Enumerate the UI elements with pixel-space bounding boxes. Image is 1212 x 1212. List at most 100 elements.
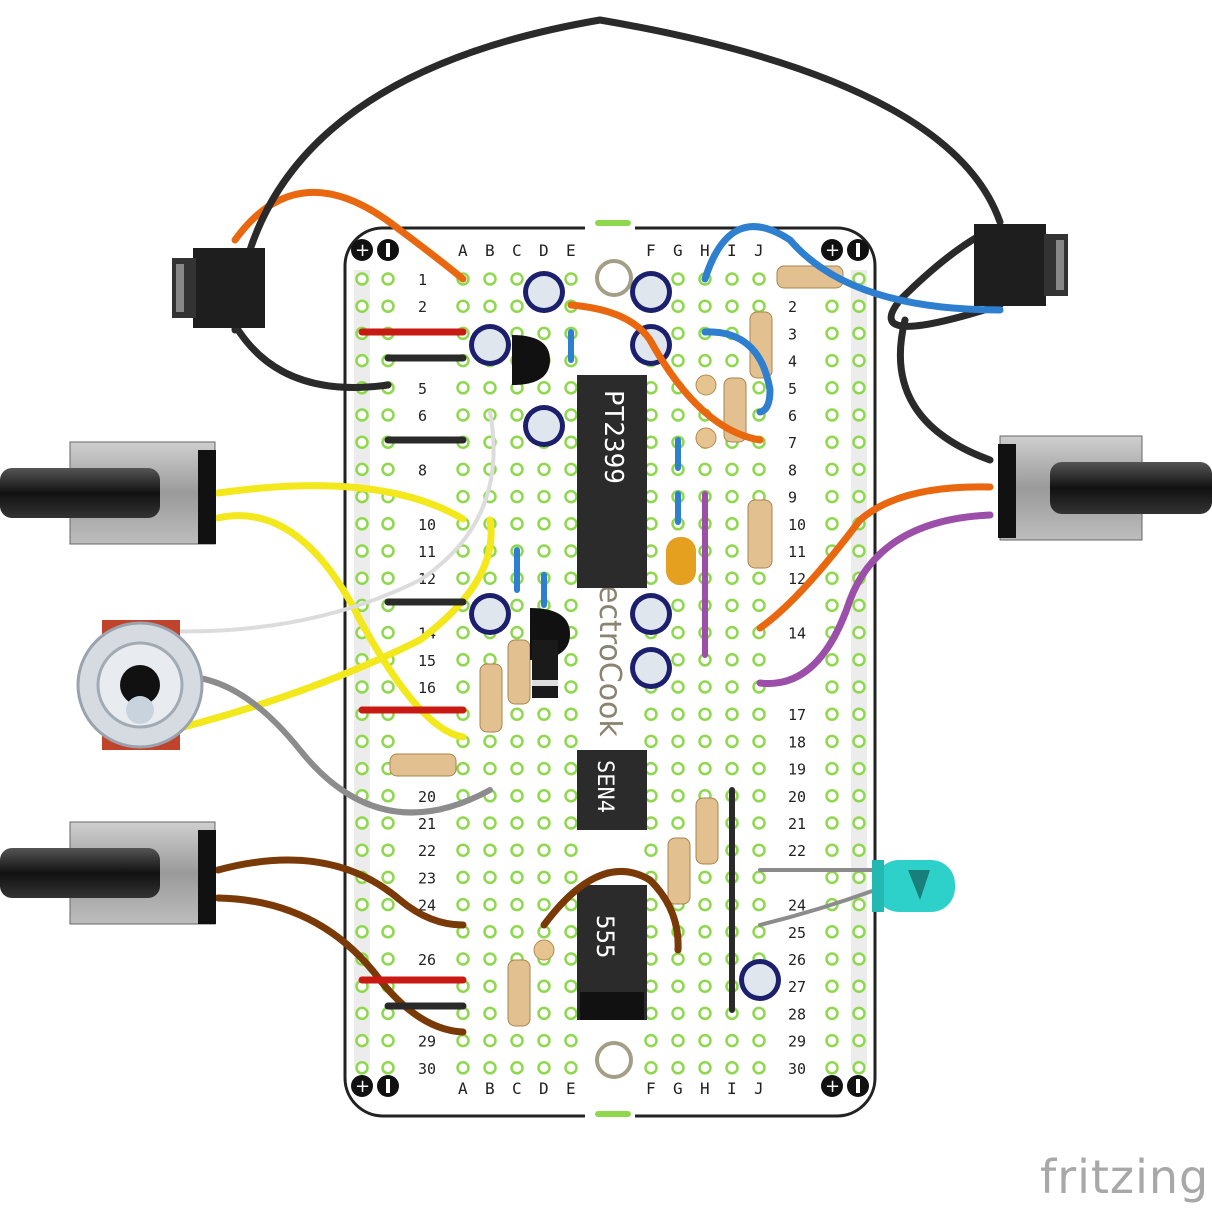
minus-icon xyxy=(856,1079,860,1093)
hole xyxy=(752,571,766,585)
hole xyxy=(564,408,578,422)
rail-hole xyxy=(381,870,395,885)
hole xyxy=(644,734,658,749)
hole xyxy=(456,489,470,504)
rail-hole xyxy=(852,952,866,966)
hole xyxy=(671,625,685,640)
plus-icon xyxy=(821,239,843,261)
plus-icon: + xyxy=(825,1076,840,1097)
hole xyxy=(725,734,739,749)
rail-hole xyxy=(381,952,395,966)
tantalum-cap[interactable] xyxy=(666,537,696,585)
ic-pt2399[interactable]: PT2399 xyxy=(577,375,647,588)
hole xyxy=(671,353,685,368)
hole xyxy=(564,489,578,504)
hole xyxy=(725,517,739,531)
hole xyxy=(644,761,658,776)
capacitor-top xyxy=(474,598,506,630)
hole xyxy=(698,734,712,749)
rail-hole xyxy=(381,625,395,640)
rail-hole xyxy=(355,517,369,531)
hole xyxy=(644,1006,658,1021)
hole xyxy=(564,435,578,449)
rail-hole xyxy=(852,625,866,640)
hole xyxy=(725,680,739,694)
wire-orange-mid xyxy=(567,301,764,444)
hole xyxy=(671,734,685,749)
hole xyxy=(644,408,658,422)
hole xyxy=(483,925,497,939)
hole xyxy=(698,299,712,313)
hole xyxy=(644,435,658,449)
rail-hole xyxy=(825,381,839,395)
svg-text:SEN4: SEN4 xyxy=(592,760,617,813)
silkscreen-logo: ectroCook xyxy=(592,585,627,737)
row-label-right: 4 xyxy=(788,353,797,371)
resistor xyxy=(695,797,719,865)
wire-brown-bottom xyxy=(214,894,467,1036)
hole xyxy=(671,1006,685,1021)
rail-hole xyxy=(355,843,369,857)
rail-symbols: ++++ xyxy=(351,239,869,1097)
plus-icon: + xyxy=(355,1076,370,1097)
hole xyxy=(510,272,524,286)
rail-hole xyxy=(825,1033,839,1048)
rail-hole xyxy=(381,408,395,422)
hole xyxy=(510,707,524,721)
hole xyxy=(537,761,551,776)
hole xyxy=(564,789,578,803)
potentiometer-right[interactable] xyxy=(998,435,1212,541)
rail-hole xyxy=(825,734,839,749)
audio-jack-left[interactable] xyxy=(172,248,265,328)
hole xyxy=(671,1061,685,1075)
hole xyxy=(456,816,470,830)
wire-yellow-cross xyxy=(214,512,467,741)
wire-black-right xyxy=(887,226,1004,330)
hole xyxy=(671,761,685,776)
transistor-upper[interactable] xyxy=(512,335,550,385)
hole xyxy=(483,272,497,286)
rail-hole xyxy=(355,1061,369,1075)
hole xyxy=(671,680,685,694)
hole xyxy=(564,843,578,857)
row-label-right: 22 xyxy=(788,842,806,860)
diode[interactable] xyxy=(532,640,558,698)
hole xyxy=(510,925,524,939)
hole xyxy=(671,789,685,803)
audio-jack-right[interactable] xyxy=(974,224,1068,306)
hole xyxy=(752,653,766,667)
potentiometer-left-top[interactable] xyxy=(0,441,216,545)
mount-hole-bottom xyxy=(595,1041,633,1079)
hole xyxy=(510,1061,524,1075)
wire-brown-555 xyxy=(540,868,682,954)
hole xyxy=(564,734,578,749)
hole xyxy=(537,734,551,749)
hole xyxy=(564,272,578,286)
rail-hole xyxy=(825,408,839,422)
svg-text:PT2399: PT2399 xyxy=(598,390,628,484)
hole xyxy=(537,1061,551,1075)
toggle-switch[interactable] xyxy=(76,620,204,750)
hole xyxy=(483,1033,497,1048)
rail-hole xyxy=(852,326,866,341)
hole xyxy=(644,952,658,966)
hole xyxy=(510,462,524,477)
hole xyxy=(725,1061,739,1075)
rail-hole xyxy=(355,408,369,422)
hole xyxy=(644,517,658,531)
hole xyxy=(725,571,739,585)
hole xyxy=(725,598,739,613)
svg-text:555: 555 xyxy=(591,915,619,958)
hole xyxy=(456,653,470,667)
hole xyxy=(564,544,578,558)
led-cyan[interactable] xyxy=(872,860,955,912)
potentiometer-left-bottom[interactable] xyxy=(0,821,216,925)
ic-555-timer[interactable]: 555 xyxy=(577,885,647,1020)
rail-hole xyxy=(825,707,839,721)
col-label: D xyxy=(539,241,549,260)
hole xyxy=(564,571,578,585)
hole xyxy=(564,381,578,395)
ic-op-amp[interactable]: SEN4 xyxy=(577,750,647,830)
row-label-right: 27 xyxy=(788,978,806,996)
